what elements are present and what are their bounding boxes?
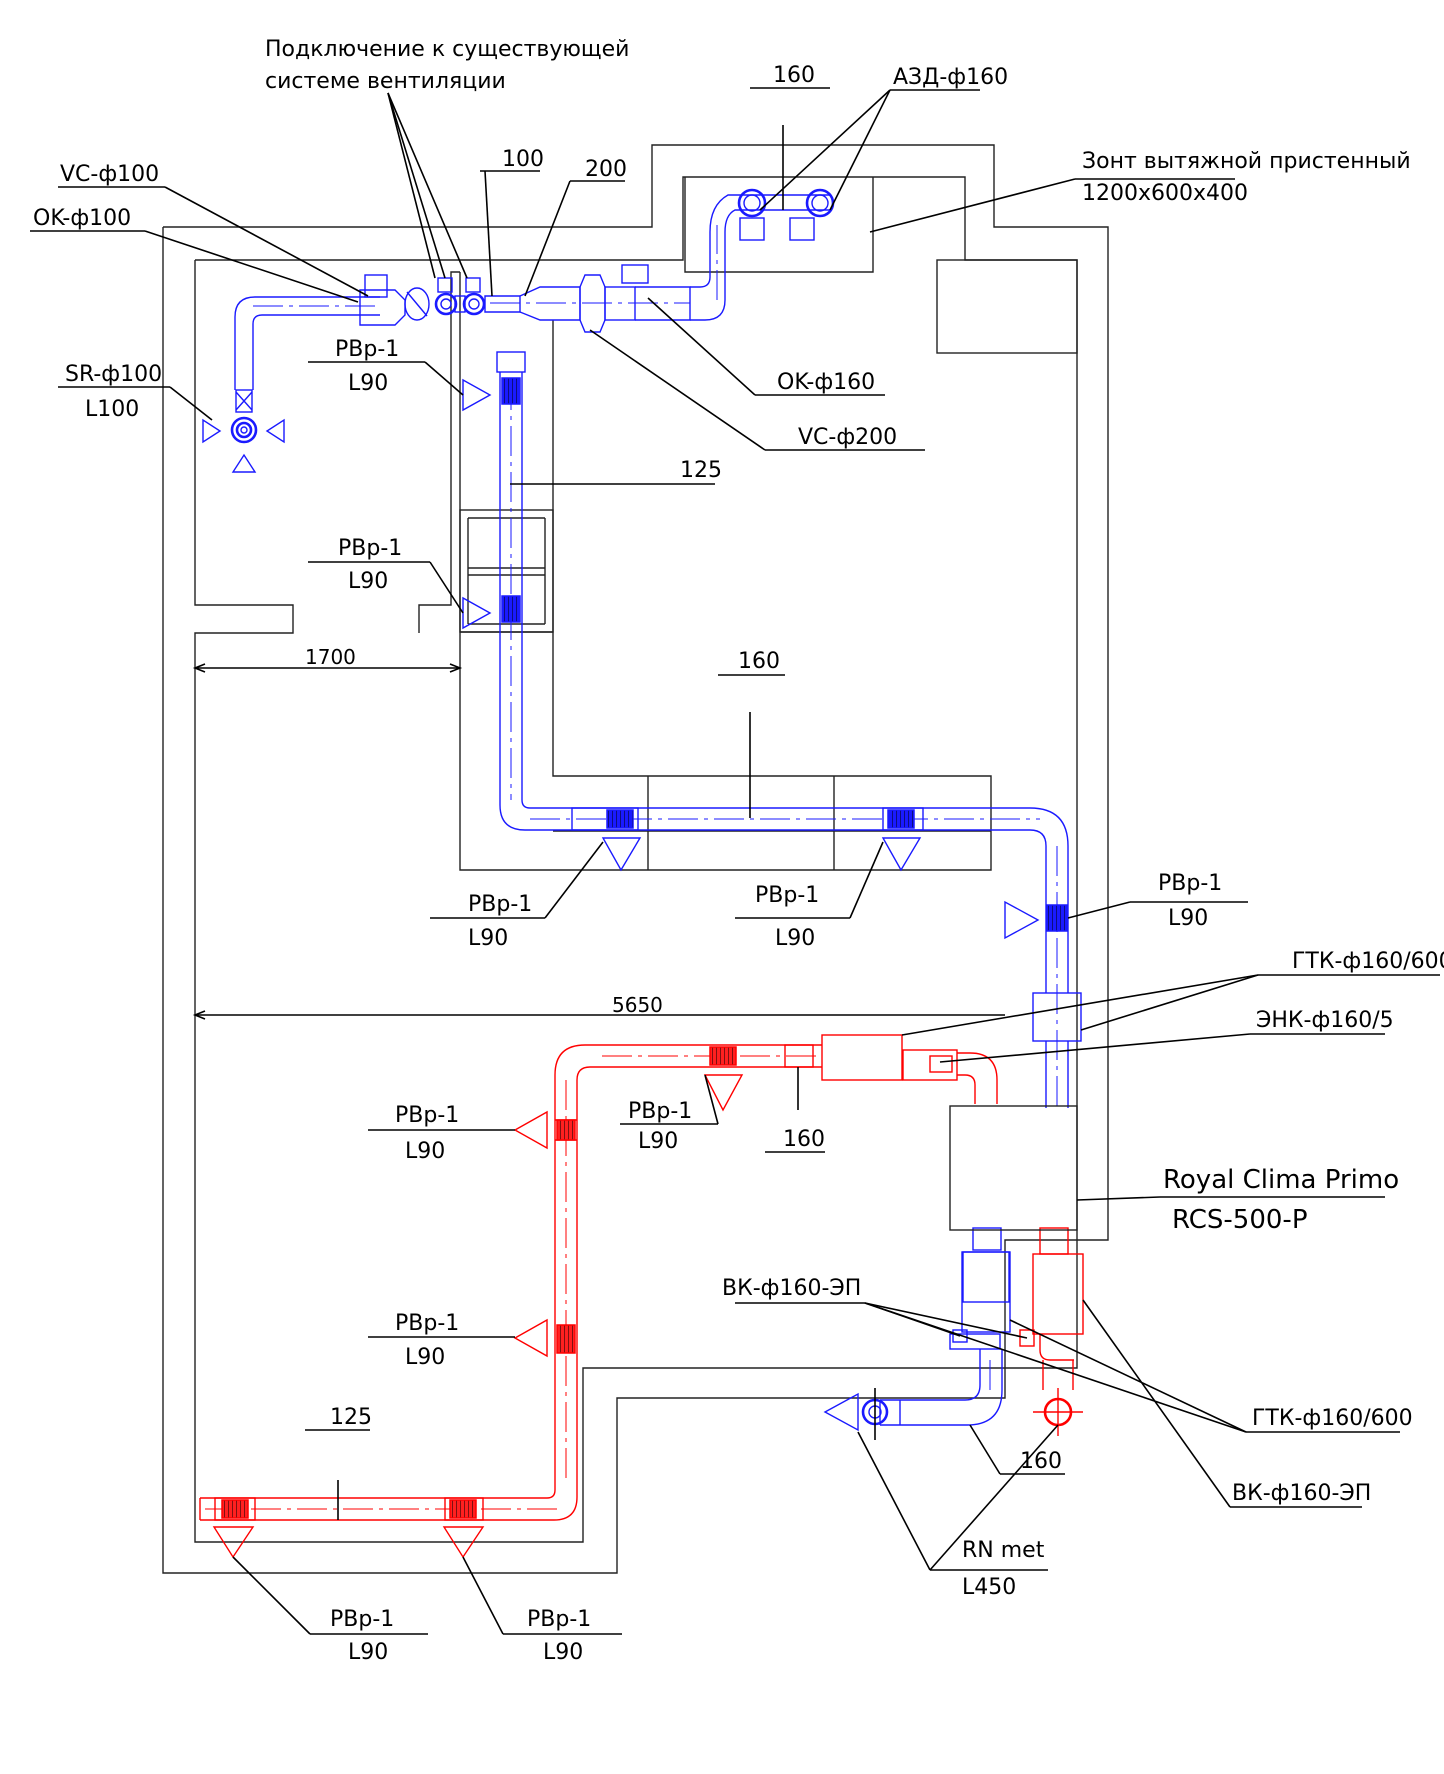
- vc200-label: VC-ф200: [798, 425, 897, 450]
- ok100-label: OK-ф100: [33, 206, 131, 231]
- diameter-160-top: 160: [773, 63, 815, 88]
- enk-label: ЭНК-ф160/5: [1256, 1008, 1394, 1033]
- exhaust-grille-5-label: РВр-1: [1158, 871, 1222, 896]
- hood-label-line1: Зонт вытяжной пристенный: [1082, 149, 1411, 174]
- exhaust-grille-3-length: L90: [468, 926, 508, 951]
- diameter-160-lower: 160: [1020, 1449, 1062, 1474]
- supply-grille-5-length: L90: [543, 1640, 583, 1665]
- diameter-200: 200: [585, 157, 627, 182]
- sr-arrow-right: [265, 418, 285, 444]
- supply-grille-4-length: L90: [348, 1640, 388, 1665]
- supply-grille-1-length: L90: [405, 1139, 445, 1164]
- dim-1700-label: 1700: [305, 645, 356, 669]
- walls: [162, 144, 1109, 1574]
- exhaust-system: [202, 188, 1082, 1432]
- gtk-top-label: ГТК-ф160/600: [1292, 949, 1444, 974]
- connection-note-line1: Подключение к существующей: [265, 37, 629, 62]
- sr-arrow-left: [202, 418, 222, 444]
- supply-grille-2-label: РВр-1: [628, 1099, 692, 1124]
- supply-grille-5-label: РВр-1: [527, 1607, 591, 1632]
- diameter-160-exhaust: 160: [738, 649, 780, 674]
- rn-length: L450: [962, 1575, 1016, 1600]
- exhaust-grille-2-length: L90: [348, 569, 388, 594]
- exhaust-grille-3-label: РВр-1: [468, 892, 532, 917]
- sr100-label: SR-ф100: [65, 362, 162, 387]
- ok160-label: OK-ф160: [777, 370, 875, 395]
- exhaust-grille-5-length: L90: [1168, 906, 1208, 931]
- supply-grille-4-label: РВр-1: [330, 1607, 394, 1632]
- supply-system: [199, 1034, 1084, 1559]
- exhaust-grille-4-length: L90: [775, 926, 815, 951]
- exhaust-grille-1-label: РВр-1: [335, 337, 399, 362]
- dimension-1700: 1700: [192, 645, 463, 673]
- vk-right-label: ВК-ф160-ЭП: [1232, 1481, 1371, 1506]
- supply-grille-1-label: РВр-1: [395, 1103, 459, 1128]
- diameter-125-supply: 125: [330, 1405, 372, 1430]
- exhaust-grille-2-label: РВр-1: [338, 536, 402, 561]
- hood-label-line2: 1200x600x400: [1082, 181, 1248, 206]
- diameter-125-exhaust: 125: [680, 458, 722, 483]
- rn-label: RN met: [962, 1538, 1045, 1563]
- leader-lines: [30, 87, 1440, 1635]
- exhaust-grille-4-label: РВр-1: [755, 883, 819, 908]
- unit-name: Royal Clima Primo: [1163, 1165, 1399, 1195]
- dimension-5650: 5650: [192, 993, 1005, 1020]
- supply-grille-2-length: L90: [638, 1129, 678, 1154]
- dim-5650-label: 5650: [612, 993, 663, 1017]
- gtk-bottom-label: ГТК-ф160/600: [1252, 1406, 1413, 1431]
- supply-grille-3-length: L90: [405, 1345, 445, 1370]
- sr100-length: L100: [85, 397, 139, 422]
- vc100-label: VC-ф100: [60, 162, 159, 187]
- vk-left-label: ВК-ф160-ЭП: [722, 1276, 861, 1301]
- diameter-160-supply: 160: [783, 1127, 825, 1152]
- ahu-unit: [949, 1105, 1078, 1231]
- unit-model: RCS-500-P: [1172, 1205, 1308, 1235]
- labels: Подключение к существующей системе венти…: [33, 37, 1444, 1665]
- exhaust-grille-1-length: L90: [348, 371, 388, 396]
- supply-grille-3-label: РВр-1: [395, 1311, 459, 1336]
- azd-label: АЗД-ф160: [893, 65, 1008, 90]
- diameter-100: 100: [502, 147, 544, 172]
- connection-note-line2: системе вентиляции: [265, 69, 506, 94]
- sr-arrow-down: [231, 453, 257, 473]
